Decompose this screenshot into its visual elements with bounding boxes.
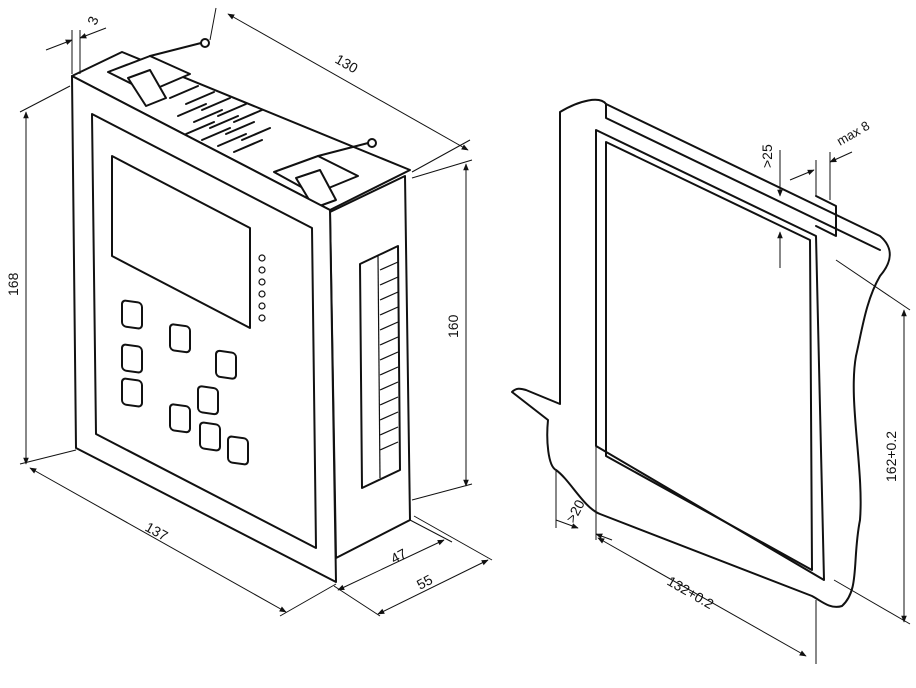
panel-cutout-view: [511, 98, 891, 608]
dim-label-132: 132+0.2: [665, 573, 717, 612]
device-dimension-lines: [19, 7, 493, 617]
dim-label-130: 130: [333, 51, 361, 77]
dim-label-162: 162+0.2: [883, 431, 899, 482]
status-leds: [258, 254, 266, 322]
lcd-screen: [111, 155, 251, 329]
dim-label-gt25: >25: [759, 144, 775, 168]
keypad-buttons: [121, 299, 249, 466]
mounting-clip-left: [107, 38, 210, 107]
device-front-inner-frame: [91, 113, 317, 549]
dim-label-55: 55: [414, 571, 435, 593]
dim-label-137: 137: [143, 519, 171, 544]
terminal-block: [359, 245, 401, 489]
dim-label-168: 168: [5, 272, 21, 296]
dim-label-max8: max 8: [834, 118, 872, 149]
dim-label-160: 160: [445, 314, 461, 338]
dim-label-47: 47: [388, 545, 409, 567]
mounting-clip-right: [273, 138, 377, 209]
panel-dimension-lines: [555, 150, 911, 664]
device-isometric-view: [71, 38, 411, 583]
dim-label-3: 3: [84, 14, 102, 27]
